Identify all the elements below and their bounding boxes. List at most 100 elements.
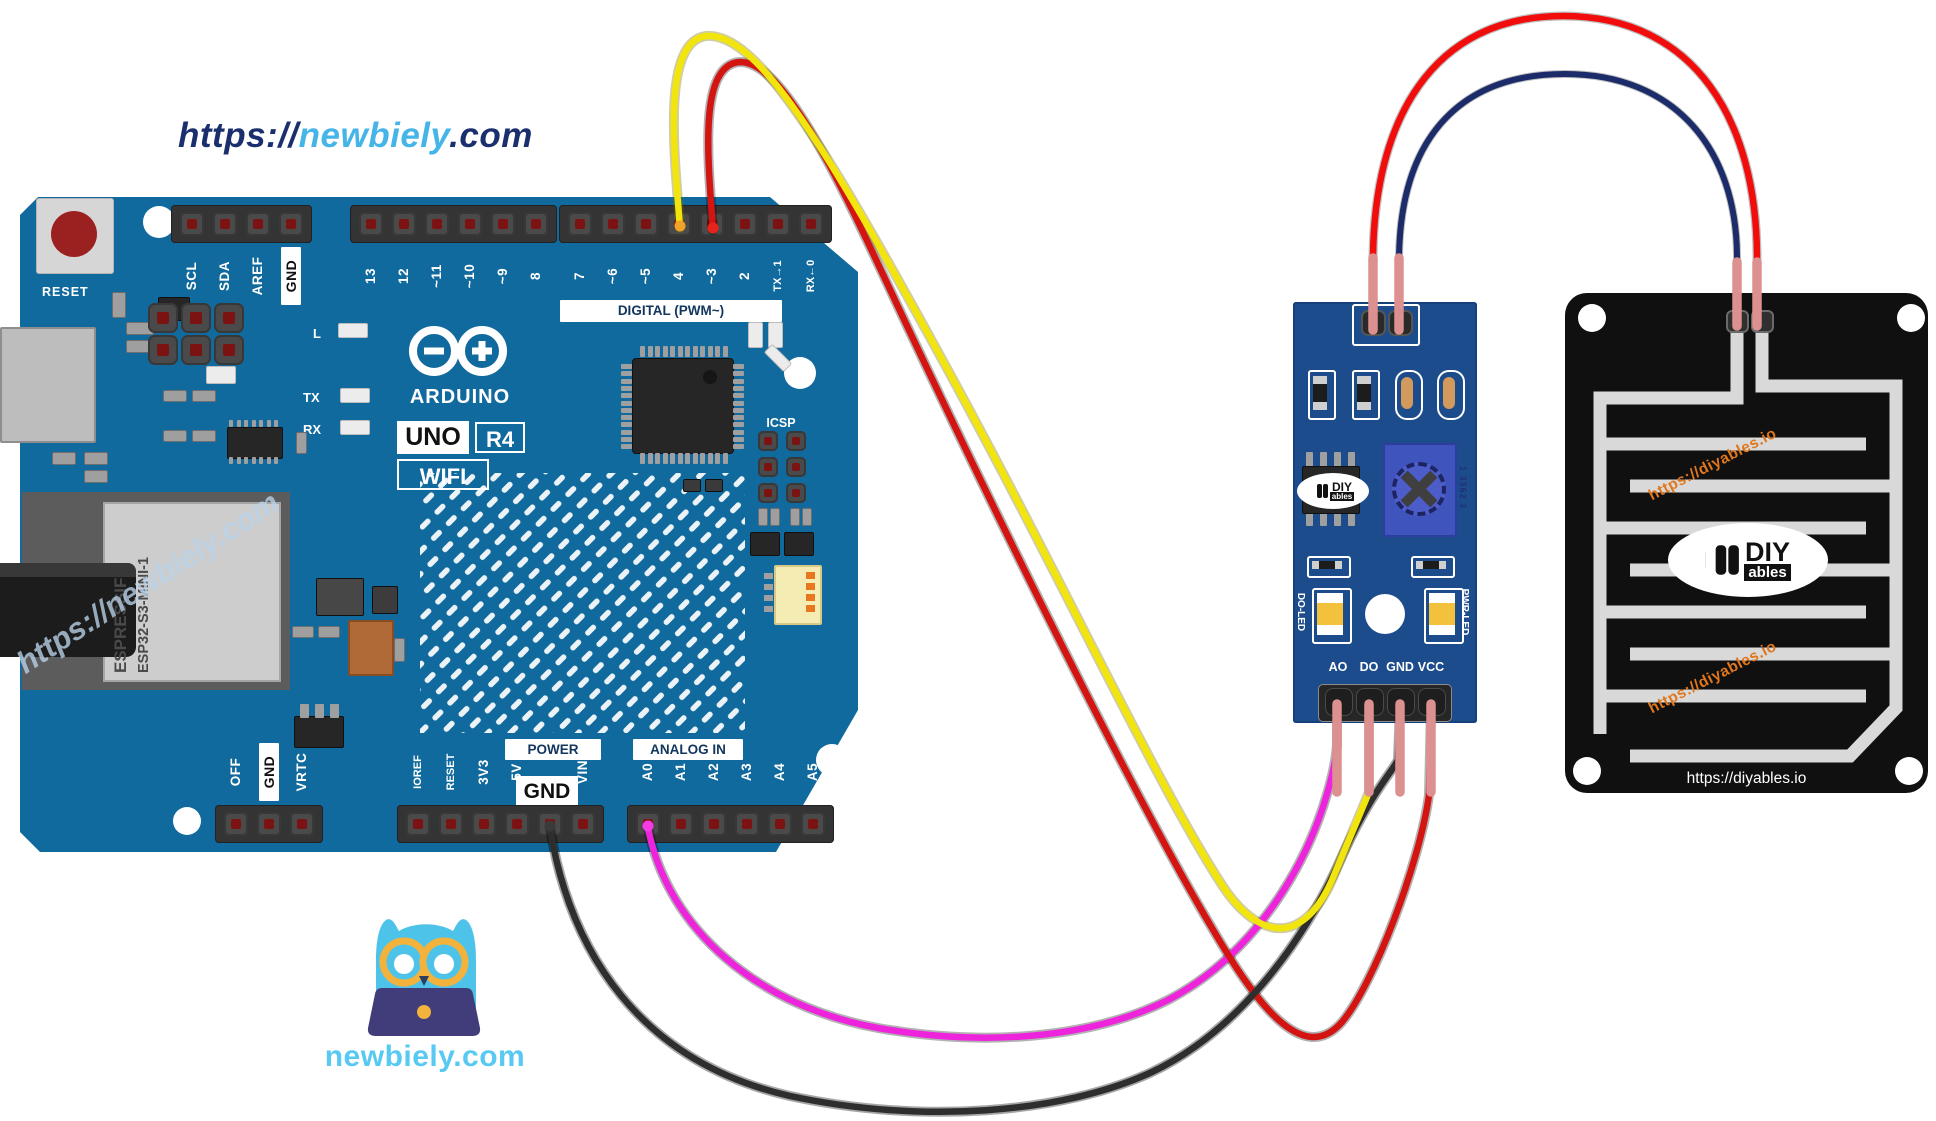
diyables-sub: ables	[1329, 491, 1355, 501]
mcu-lead	[707, 453, 713, 464]
pot-part-number: 1 3362 3	[1458, 466, 1468, 510]
pin	[505, 812, 529, 836]
mcu-lead	[662, 453, 668, 464]
mcu-lead	[621, 407, 632, 413]
sensor-probe-pin-right	[1388, 310, 1413, 336]
mcu-lead	[621, 444, 632, 450]
pin-label: 2	[737, 272, 752, 281]
icsp-header-pin	[758, 483, 778, 503]
power-gnd-boxed-label: GND	[516, 776, 578, 808]
pin-label: SCL	[184, 261, 199, 291]
inductor-component	[348, 620, 394, 676]
pin	[439, 812, 463, 836]
connector-pad	[806, 583, 815, 590]
smd-component	[163, 430, 187, 442]
mcu-lead	[733, 415, 744, 421]
soic-lead	[274, 420, 278, 427]
smd-component	[748, 322, 763, 348]
mcu-lead	[700, 346, 705, 357]
pin	[766, 212, 790, 236]
wire-sensor-to-pad-red	[1369, 12, 1761, 322]
usb-connector	[0, 327, 96, 443]
mcu-lead	[692, 346, 698, 357]
mcu-lead	[621, 393, 632, 399]
pin-label: 4	[671, 272, 686, 281]
mcu-lead	[733, 429, 744, 435]
mcu-lead	[621, 422, 632, 428]
pin-label: A0	[640, 762, 655, 782]
footer-site-name: newbiely.com	[324, 1040, 526, 1073]
mcu-lead	[733, 407, 744, 413]
smd-component	[84, 452, 108, 465]
icsp-header-pin	[758, 457, 778, 477]
lead	[315, 704, 324, 718]
soic-lead	[251, 420, 256, 427]
pin	[700, 212, 724, 236]
mcu-lead	[685, 346, 690, 357]
pin-label: ~5	[638, 267, 653, 285]
smd-component	[770, 508, 780, 526]
icsp-header-pin	[786, 431, 806, 451]
model-r4-box: R4	[475, 422, 525, 453]
laptop-logo-dot	[417, 1005, 431, 1019]
reset-button-cap	[51, 211, 97, 257]
pin	[571, 812, 595, 836]
pin	[458, 212, 482, 236]
i2c-header-pin	[148, 335, 178, 365]
arduino-infinity-logo	[409, 326, 507, 376]
smd-outline	[1307, 556, 1351, 578]
pin-header-strip	[350, 205, 557, 243]
mcu-lead	[733, 444, 744, 450]
tx-label: TX	[303, 390, 320, 405]
resistor-outline	[1352, 370, 1380, 420]
dc-jack-top-face	[0, 563, 136, 577]
mcu-lead	[733, 422, 744, 428]
header-url: https://newbiely.com	[178, 116, 533, 156]
pin-label: VIN	[575, 760, 590, 785]
pin	[213, 212, 237, 236]
pin	[180, 212, 204, 236]
pin	[634, 212, 658, 236]
mcu-lead	[621, 437, 632, 442]
pin-label: RX←0	[805, 259, 817, 293]
pin-label: 13	[363, 267, 378, 285]
mcu-lead	[715, 453, 720, 464]
mcu-lead	[700, 453, 705, 464]
mcu-lead	[733, 378, 744, 384]
pin-label: 5V	[509, 763, 524, 781]
sensor-probe-pin-left	[1361, 310, 1386, 336]
chip-dot	[703, 370, 717, 384]
pin-header-strip	[559, 205, 832, 243]
pin-label: ~10	[462, 263, 477, 289]
pad-hole	[1897, 304, 1925, 332]
pin	[224, 812, 248, 836]
pin-label: OFF	[228, 757, 243, 787]
mcu-lead	[647, 453, 653, 464]
smd-component	[296, 432, 307, 454]
led-tx	[340, 388, 370, 403]
transistor	[784, 532, 814, 556]
mcu-lead	[677, 346, 683, 357]
soic-lead	[266, 457, 271, 464]
soic-lead	[244, 420, 248, 427]
smd-component	[84, 470, 108, 483]
pin-label: ~11	[429, 264, 444, 288]
smd-chip	[372, 586, 398, 614]
icsp-header-pin	[786, 483, 806, 503]
pin	[568, 212, 592, 236]
led-rx	[340, 420, 370, 435]
pad-hole	[1895, 757, 1923, 785]
header-url-prefix: https://	[178, 116, 299, 155]
soic-chip	[227, 427, 283, 459]
smd-component	[163, 390, 187, 402]
i2c-header-pin	[148, 303, 178, 333]
mcu-lead	[733, 364, 744, 369]
mcu-lead	[670, 346, 675, 357]
smd-component	[318, 626, 340, 638]
pad-hole	[1573, 757, 1601, 785]
pin-label: RESET	[445, 753, 457, 791]
pin-label: A1	[673, 762, 688, 782]
smd-component	[52, 452, 76, 465]
diyables-glasses-icon	[1316, 484, 1328, 498]
